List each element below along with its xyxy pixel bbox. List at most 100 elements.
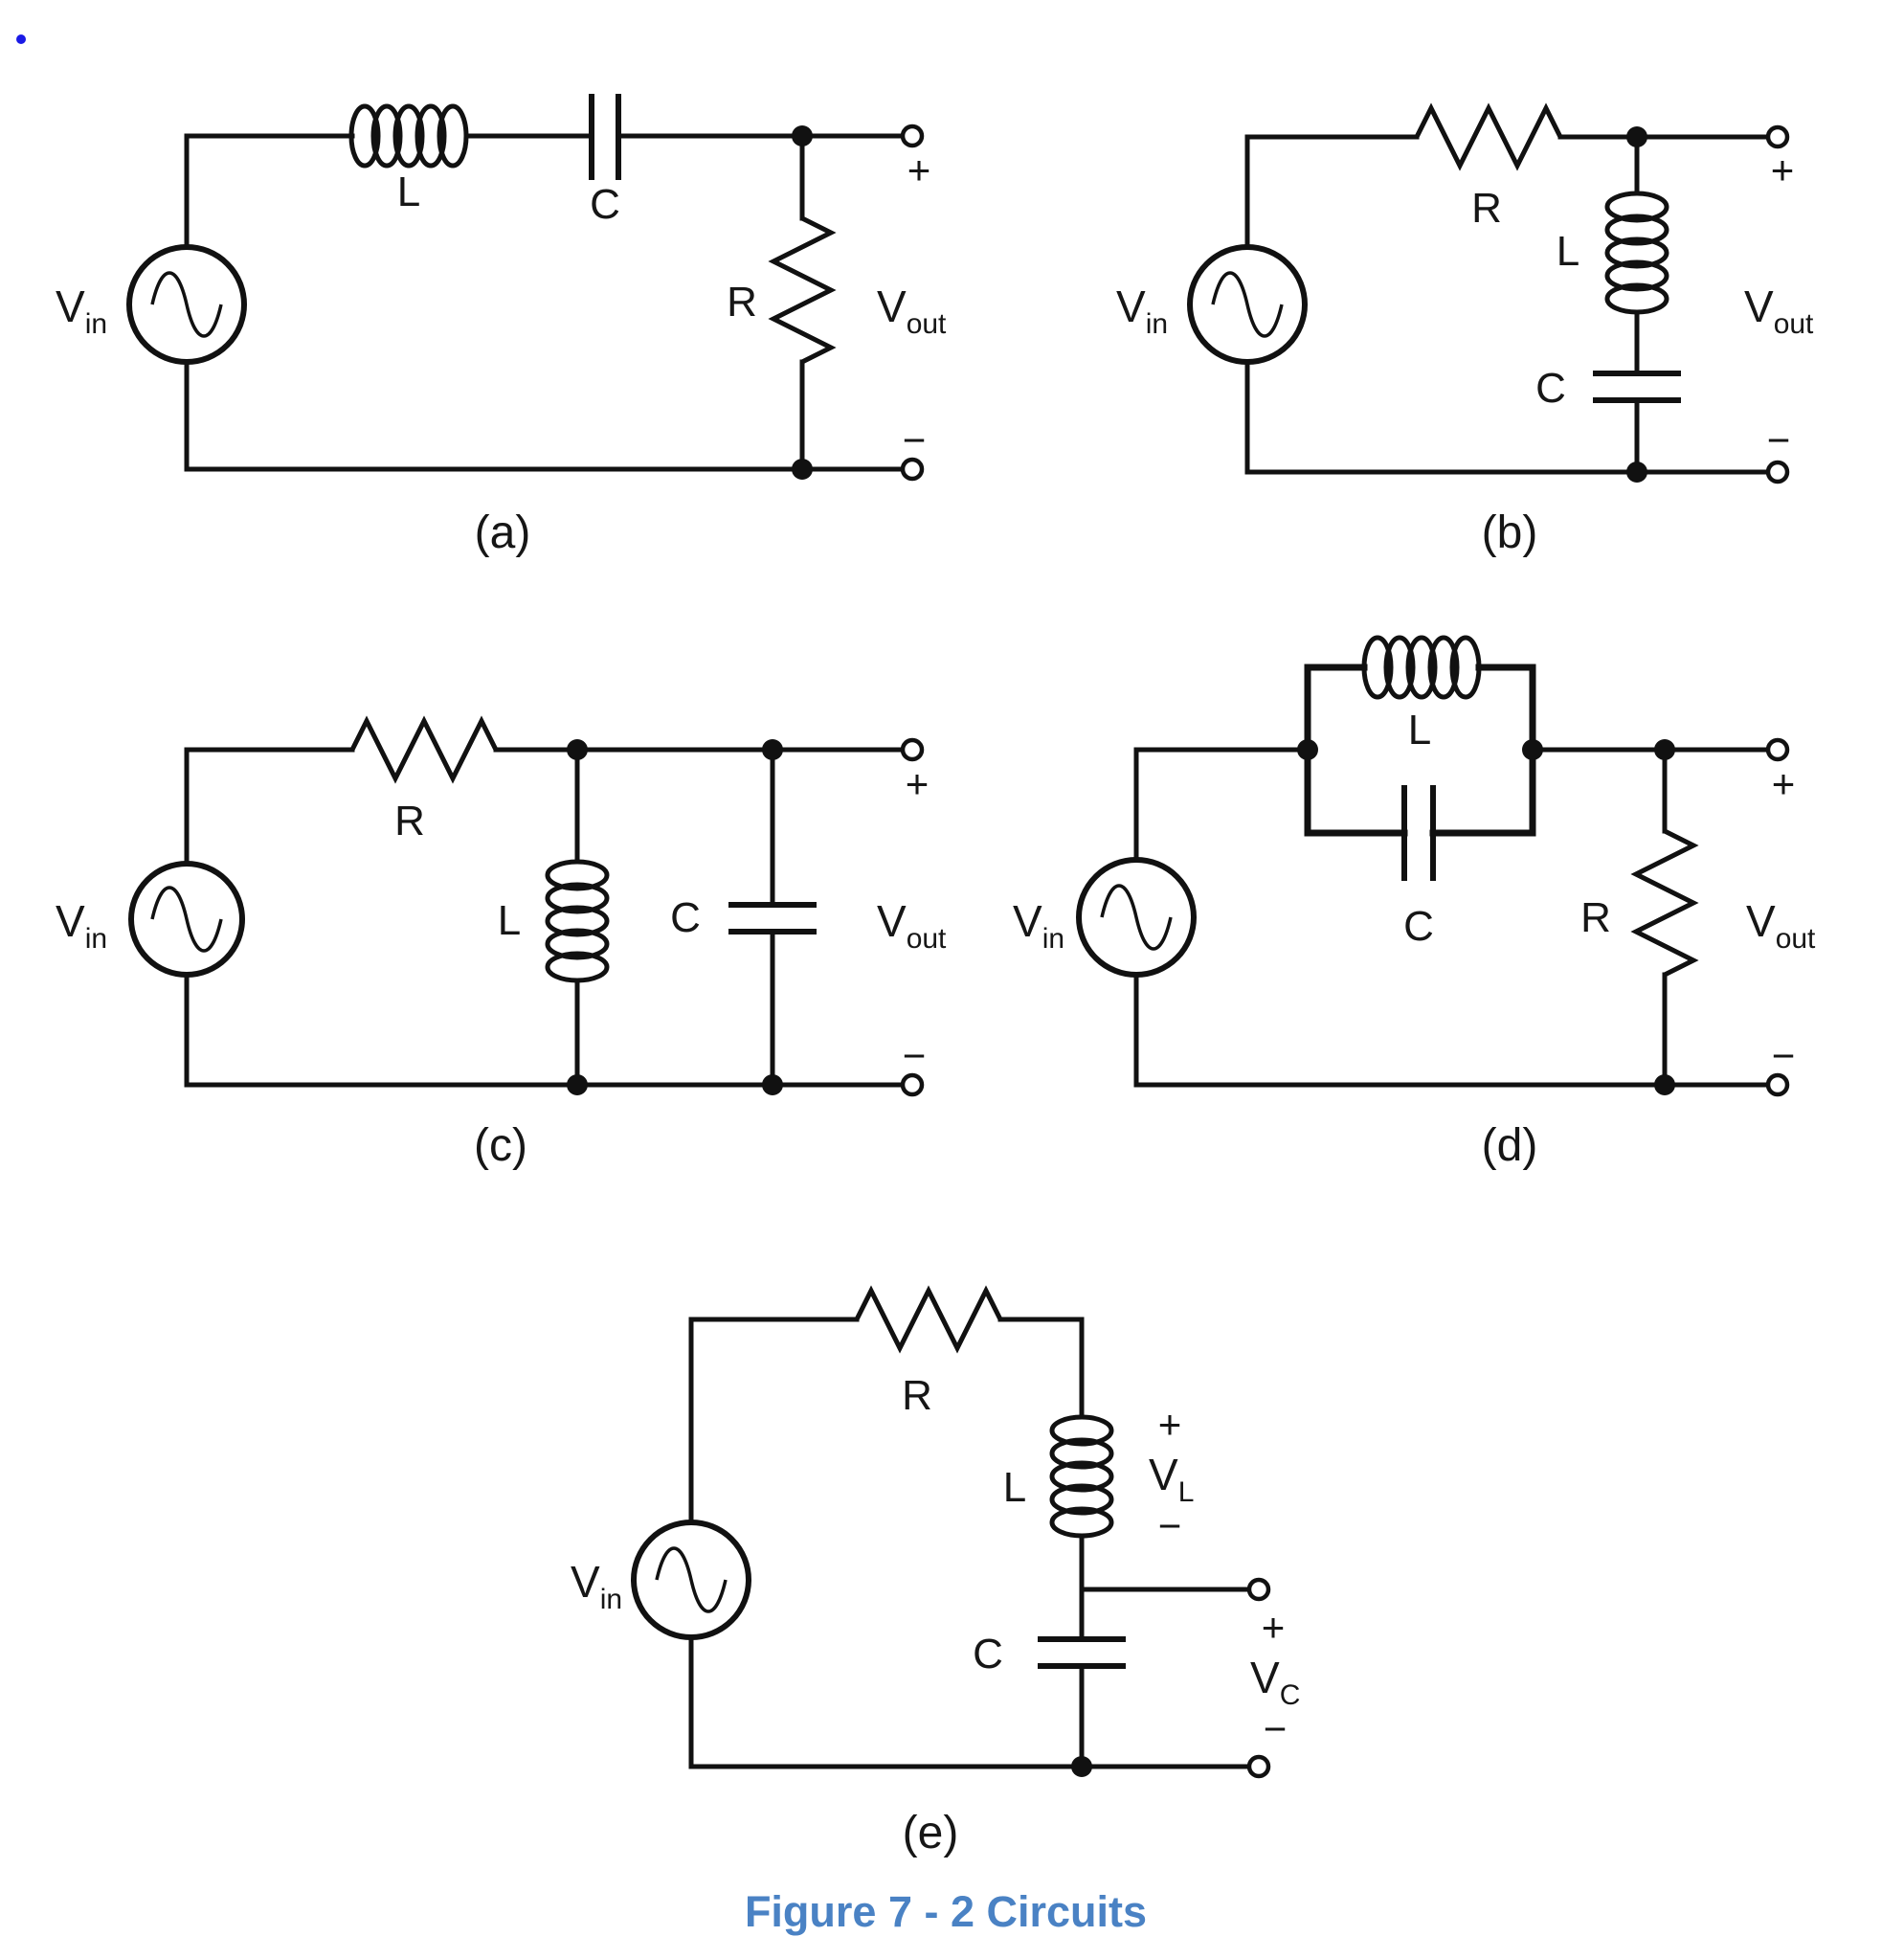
sine-wave-icon xyxy=(655,1546,728,1613)
coil-loop xyxy=(392,103,425,169)
coil-loop xyxy=(1604,214,1669,246)
plus-sign: + xyxy=(1771,147,1795,192)
plus-sign: + xyxy=(1772,761,1796,806)
vout-label: Vout xyxy=(877,896,947,955)
output-terminal-negative xyxy=(1765,460,1790,484)
vin-label: Vin xyxy=(571,1557,622,1615)
vout-label: Vout xyxy=(877,281,947,340)
circuit-b: Vin R L C + Vout − (b) xyxy=(1116,102,1814,558)
capacitor-label: C xyxy=(590,181,620,228)
coil-loop xyxy=(1604,282,1669,315)
vout-label: Vout xyxy=(1746,896,1816,955)
circuit-e: Vin R L + VL − C + VC − (e) xyxy=(571,1285,1300,1858)
output-terminal-positive xyxy=(900,737,925,762)
resistor-label: R xyxy=(1580,894,1611,941)
coil-loop xyxy=(1361,635,1394,700)
inductor-symbol xyxy=(1604,191,1669,315)
output-terminal-positive xyxy=(1765,124,1790,149)
inductor-symbol xyxy=(1049,1414,1114,1539)
resistor-label: R xyxy=(1471,185,1502,232)
vin-label: Vin xyxy=(56,281,107,340)
junction-dot xyxy=(567,739,588,760)
sine-wave-icon xyxy=(150,271,223,338)
junction-dot xyxy=(567,1074,588,1095)
circuit-d: Vin L C R + Vout − (d) xyxy=(1013,635,1816,1171)
coil-loop xyxy=(545,905,610,937)
resistor-label: R xyxy=(727,279,757,326)
junction-dot xyxy=(1626,126,1647,147)
output-terminal-positive xyxy=(900,124,925,148)
wires xyxy=(688,1317,1252,1769)
coil-loop xyxy=(437,103,469,169)
output-terminal-positive xyxy=(1765,737,1790,762)
circuit-tag: (d) xyxy=(1482,1120,1538,1171)
coil-loop xyxy=(1049,1506,1114,1539)
coil-loop xyxy=(1604,236,1669,269)
inductor-symbol xyxy=(348,103,469,169)
capacitor-label: C xyxy=(1535,365,1566,412)
coil-loop xyxy=(1049,1437,1114,1470)
coil-loop xyxy=(1049,1483,1114,1516)
coil-loop xyxy=(1449,635,1482,700)
junction-dot xyxy=(792,125,813,146)
coil-loop xyxy=(545,928,610,960)
vin-label: Vin xyxy=(56,896,107,955)
minus-sign: − xyxy=(903,1033,927,1078)
resistor-symbol xyxy=(854,1285,1003,1354)
coil-loop xyxy=(1604,259,1669,292)
vin-label: Vin xyxy=(1116,281,1168,340)
circuit-tag: (a) xyxy=(475,507,531,558)
junction-dot xyxy=(1626,462,1647,483)
resistor-symbol xyxy=(1630,828,1699,978)
sine-wave-icon xyxy=(1211,271,1284,338)
inductor-symbol xyxy=(1361,635,1482,700)
junction-dot xyxy=(792,459,813,480)
resistor-label: R xyxy=(902,1372,932,1419)
coil-loop xyxy=(1427,635,1460,700)
inductor-label: L xyxy=(1003,1464,1026,1511)
wires xyxy=(184,747,906,1088)
vout-label: Vout xyxy=(1744,281,1814,340)
capacitor-label: C xyxy=(1403,903,1434,950)
coil-loop xyxy=(545,882,610,914)
vl-label: VL xyxy=(1149,1450,1194,1508)
capacitor-symbol xyxy=(589,94,621,180)
resistor-symbol xyxy=(1414,102,1563,171)
plus-sign-vl: + xyxy=(1158,1402,1182,1447)
circuit-a: Vin L C R + Vout − (a) xyxy=(56,94,947,558)
vc-label: VC xyxy=(1250,1653,1300,1711)
coil-loop xyxy=(348,103,381,169)
figure-caption: Figure 7 - 2 Circuits xyxy=(745,1887,1147,1936)
inductor-label: L xyxy=(498,897,521,944)
sine-wave-icon xyxy=(1100,884,1173,951)
capacitor-symbol xyxy=(728,902,817,934)
inductor-label: L xyxy=(1408,707,1431,754)
coil-loop xyxy=(545,859,610,891)
circuit-tag: (e) xyxy=(903,1808,959,1858)
output-terminal-negative xyxy=(900,457,925,482)
output-terminal-negative xyxy=(1765,1072,1790,1097)
wires xyxy=(1244,134,1771,475)
circuit-c: Vin R L C + Vout − (c) xyxy=(56,715,947,1171)
junction-dot xyxy=(1522,739,1543,760)
minus-sign: − xyxy=(1767,417,1791,462)
wires xyxy=(184,133,906,472)
junction-dot xyxy=(1297,739,1318,760)
junction-dot xyxy=(1071,1756,1092,1777)
vin-label: Vin xyxy=(1013,896,1064,955)
vc-terminal-positive xyxy=(1246,1577,1271,1602)
inductor-label: L xyxy=(397,169,420,215)
capacitor-label: C xyxy=(670,894,701,941)
wires xyxy=(1133,747,1771,1088)
junction-dot xyxy=(1654,739,1675,760)
coil-loop xyxy=(370,103,403,169)
coil-loop xyxy=(1049,1460,1114,1493)
inductor-symbol xyxy=(545,859,610,983)
plus-sign: + xyxy=(907,147,931,192)
minus-sign-vl: − xyxy=(1158,1503,1182,1548)
resistor-symbol xyxy=(349,715,499,784)
vc-terminal-negative xyxy=(1246,1754,1271,1779)
coil-loop xyxy=(1604,191,1669,223)
